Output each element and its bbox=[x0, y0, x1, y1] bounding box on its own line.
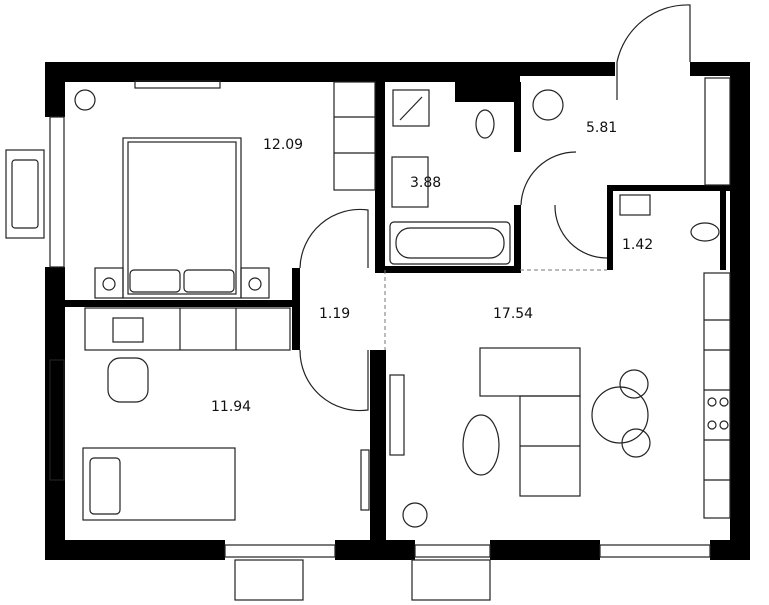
room-area-wc: 1.42 bbox=[622, 237, 653, 253]
washing-machine bbox=[391, 156, 429, 208]
kitchen-counter bbox=[703, 272, 731, 519]
room-area-children-room: 11.94 bbox=[211, 399, 251, 415]
room-area-bedroom: 12.09 bbox=[263, 137, 303, 153]
room-area-kitchen-living: 17.54 bbox=[493, 306, 533, 322]
room-area-corridor: 1.19 bbox=[319, 306, 350, 322]
double-bed bbox=[122, 137, 242, 299]
area-labels: 12.09 3.88 5.81 1.42 1.19 17.54 11.94 bbox=[211, 120, 653, 415]
plant-icon bbox=[402, 502, 428, 528]
coffee-table bbox=[462, 414, 500, 476]
chair bbox=[107, 357, 149, 403]
wardrobe bbox=[333, 81, 376, 191]
sofa bbox=[479, 347, 581, 397]
desk bbox=[84, 307, 291, 351]
room-area-bathroom: 3.88 bbox=[410, 175, 441, 191]
doors bbox=[299, 4, 691, 412]
interior-walls bbox=[45, 82, 730, 560]
single-bed bbox=[82, 447, 236, 521]
exterior-walls bbox=[45, 62, 750, 560]
dining-table bbox=[591, 386, 649, 444]
bathtub bbox=[389, 221, 511, 265]
furniture bbox=[74, 80, 731, 528]
windows bbox=[5, 77, 731, 601]
room-area-entrance-hall: 5.81 bbox=[586, 120, 617, 136]
plant-icon bbox=[74, 89, 96, 111]
toilet bbox=[475, 109, 495, 139]
